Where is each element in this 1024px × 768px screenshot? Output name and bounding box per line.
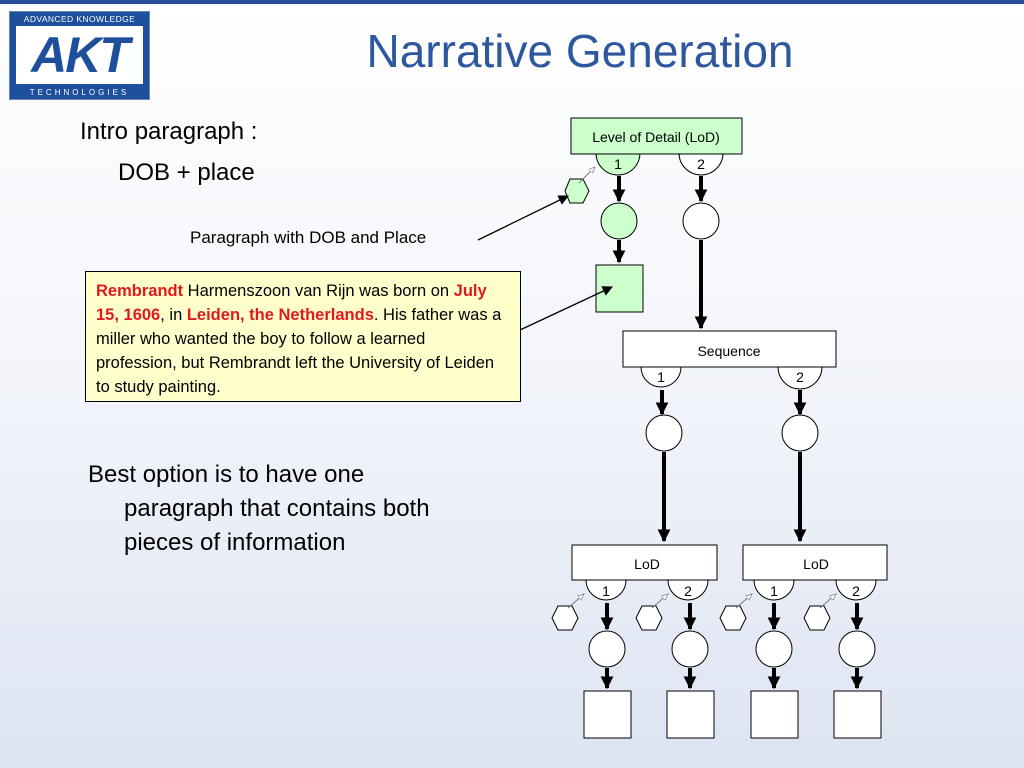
circle-bottom-3 bbox=[755, 630, 793, 668]
quote-text-3: . His father was a miller who wanted the… bbox=[96, 306, 502, 396]
lod-right-box bbox=[742, 544, 888, 581]
hexagon-bottom-1 bbox=[551, 605, 579, 631]
circle-bottom-1 bbox=[588, 630, 626, 668]
pointer-quote-box bbox=[519, 286, 613, 331]
lod-right-port-2 bbox=[835, 579, 877, 601]
hexagon-bottom-2 bbox=[635, 605, 663, 631]
square-bottom-4 bbox=[833, 690, 882, 739]
circle-seq-2 bbox=[781, 414, 819, 452]
logo-top-text: ADVANCED KNOWLEDGE bbox=[23, 14, 136, 24]
sequence-label: Sequence bbox=[697, 343, 760, 359]
circle-bottom-2 bbox=[671, 630, 709, 668]
lod-top-node: Level of Detail (LoD) 1 2 bbox=[570, 117, 743, 176]
quote-text-1: Harmenszoon van Rijn was born on bbox=[183, 282, 454, 300]
sequence-port-2 bbox=[777, 366, 823, 390]
lod-left-port-2-label: 2 bbox=[684, 583, 692, 599]
sequence-box bbox=[622, 330, 837, 368]
quote-name: Rembrandt bbox=[96, 282, 184, 300]
lod-top-port-2-label: 2 bbox=[697, 156, 705, 172]
lod-left-port-1 bbox=[585, 579, 627, 601]
lod-top-port-1-label: 1 bbox=[614, 156, 622, 172]
intro-subtext: DOB + place bbox=[118, 159, 255, 186]
best-option-line-2: paragraph that contains both bbox=[124, 495, 430, 522]
akt-logo: ADVANCED KNOWLEDGE AKT TECHNOLOGIES bbox=[9, 11, 150, 100]
square-bottom-3 bbox=[750, 690, 799, 739]
lod-right-port-2-label: 2 bbox=[852, 583, 860, 599]
lod-top-port-2 bbox=[678, 152, 724, 176]
lod-right-label: LoD bbox=[803, 556, 829, 572]
sequence-port-2-label: 2 bbox=[796, 369, 804, 385]
lod-right-port-1 bbox=[753, 579, 795, 601]
lod-left-port-1-label: 1 bbox=[602, 583, 610, 599]
logo-bottom-text: TECHNOLOGIES bbox=[29, 88, 130, 97]
logo-mark: AKT bbox=[16, 26, 143, 84]
paragraph-label: Paragraph with DOB and Place bbox=[190, 228, 427, 247]
hexagon-bottom-4-arrow bbox=[819, 594, 836, 609]
circle-bottom-4 bbox=[838, 630, 876, 668]
hexagon-bottom-4 bbox=[803, 605, 831, 631]
hexagon-bottom-2-arrow bbox=[651, 594, 668, 609]
hexagon-bottom-3-arrow bbox=[735, 594, 752, 609]
best-option-text: Best option is to have one paragraph tha… bbox=[88, 458, 508, 560]
sequence-node: Sequence 1 2 bbox=[622, 330, 837, 390]
quote-place: Leiden, the Netherlands bbox=[186, 306, 374, 324]
hexagon-bottom-3 bbox=[719, 605, 747, 631]
logo-mark-text: AKT bbox=[31, 27, 130, 83]
circle-seq-1 bbox=[645, 414, 683, 452]
hexagon-top-arrow bbox=[578, 167, 595, 184]
lod-left-box bbox=[571, 544, 718, 581]
sequence-port-1-label: 1 bbox=[657, 369, 665, 385]
best-option-line-3: pieces of information bbox=[124, 529, 346, 556]
lod-top-port-1 bbox=[595, 152, 641, 176]
square-bottom-1 bbox=[583, 690, 632, 739]
intro-heading: Intro paragraph : bbox=[80, 118, 258, 145]
square-bottom-2 bbox=[666, 690, 715, 739]
lod-left-port-2 bbox=[667, 579, 709, 601]
sequence-port-1 bbox=[640, 366, 682, 388]
best-option-line-1: Best option is to have one bbox=[88, 461, 365, 488]
hexagon-bottom-1-arrow bbox=[567, 594, 584, 609]
lod-top-box bbox=[570, 117, 743, 155]
lod-right-port-1-label: 1 bbox=[770, 583, 778, 599]
quote-text-2: , in bbox=[160, 306, 187, 324]
top-band bbox=[0, 0, 1024, 4]
slide-title: Narrative Generation bbox=[366, 25, 794, 77]
lod-left-label: LoD bbox=[634, 556, 660, 572]
pointer-paragraph-label bbox=[477, 195, 569, 241]
circle-top-1 bbox=[600, 202, 638, 240]
quote-date: July 15, 1606 bbox=[96, 282, 487, 324]
output-square-top bbox=[595, 264, 644, 313]
lod-right-node: LoD 1 2 bbox=[742, 544, 888, 601]
lod-top-label: Level of Detail (LoD) bbox=[592, 129, 720, 145]
lod-left-node: LoD 1 2 bbox=[571, 544, 718, 601]
quote-box: Rembrandt Harmenszoon van Rijn was born … bbox=[85, 271, 521, 402]
circle-top-2 bbox=[682, 202, 720, 240]
hexagon-top bbox=[564, 178, 590, 204]
